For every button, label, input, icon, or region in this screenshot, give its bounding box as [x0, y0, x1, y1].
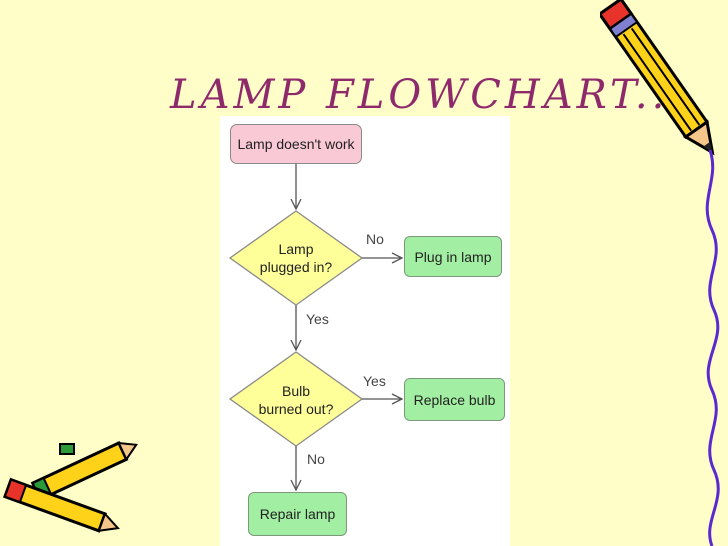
slide-title: LAMP FLOWCHART..: [170, 72, 669, 118]
decision-2-label: Bulb burned out?: [246, 382, 346, 418]
squiggle-border-icon: [705, 150, 720, 546]
decision-1-label: Lamp plugged in?: [246, 240, 346, 276]
edge-label-yes-1: Yes: [306, 311, 329, 327]
edge-label-yes-2: Yes: [363, 373, 386, 389]
action-repair-lamp: Repair lamp: [248, 492, 347, 536]
pencil-icon: [600, 0, 715, 156]
decision-1-line2: plugged in?: [259, 259, 333, 275]
flowchart-panel: [220, 116, 510, 546]
decision-2-line2: burned out?: [258, 401, 334, 417]
action-replace-bulb: Replace bulb: [404, 378, 505, 421]
edge-label-no-2: No: [307, 451, 325, 467]
decision-1-line1: Lamp: [278, 241, 314, 257]
decision-2-line1: Bulb: [281, 383, 311, 399]
start-node-lamp-doesnt-work: Lamp doesn't work: [230, 124, 362, 164]
edge-label-no-1: No: [366, 231, 384, 247]
action-plug-in-lamp: Plug in lamp: [404, 236, 502, 277]
crayons-icon: [2, 440, 138, 533]
